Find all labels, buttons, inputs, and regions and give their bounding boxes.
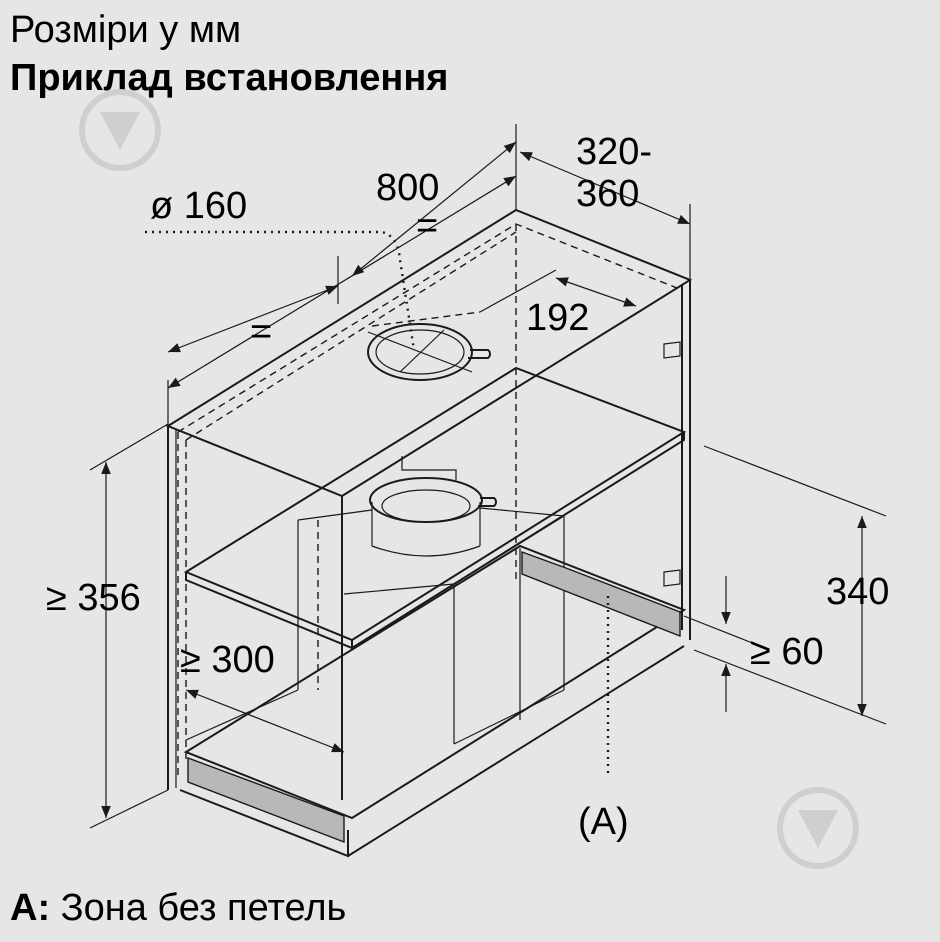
dim-equal-segments: = = [167, 141, 517, 353]
dim-bottom-gap-label: ≥ 60 [750, 631, 824, 673]
dim-depth-line2: 360 [576, 173, 639, 215]
dim-offset: 192 [479, 269, 637, 339]
zone-a-marker: (A) [578, 596, 629, 843]
dim-offset-label: 192 [526, 297, 589, 339]
hood-unit [297, 456, 565, 744]
legend-text: Зона без петель [60, 887, 347, 929]
dim-unit-height: 340 [693, 445, 889, 725]
dim-unit-height-label: 340 [826, 571, 889, 613]
dim-depth: 320- 360 [519, 131, 691, 280]
watermark-bottom [777, 787, 859, 869]
dim-depth-line1: 320- [576, 131, 652, 173]
dim-equal-top: = [416, 205, 438, 247]
units-line: Розміри у мм [10, 9, 242, 51]
watermark-top [79, 89, 161, 171]
dim-inner-clearance: ≥ 300 [180, 639, 345, 753]
hinge-icon [663, 341, 681, 587]
zone-a-label: (A) [578, 801, 629, 843]
duct-leader [145, 230, 416, 351]
legend-key: A: [10, 887, 51, 929]
dim-cabinet-height-label: ≥ 356 [46, 577, 141, 619]
page-title: Приклад встановлення [10, 57, 449, 99]
dim-inner-clearance-label: ≥ 300 [180, 639, 275, 681]
dim-duct-diameter: ø 160 [150, 185, 247, 227]
duct-ring-shelf [369, 477, 497, 557]
dim-bottom-gap: ≥ 60 [683, 576, 824, 712]
dim-equal-left: = [250, 311, 272, 353]
legend-footnote: A: Зона без петель [10, 886, 346, 930]
dim-width-label: 800 [376, 167, 439, 209]
duct-ring-top [367, 311, 491, 381]
dim-cabinet-height: ≥ 356 [46, 423, 169, 829]
dim-width: 800 [167, 124, 517, 426]
cabinet-outline [165, 208, 693, 800]
